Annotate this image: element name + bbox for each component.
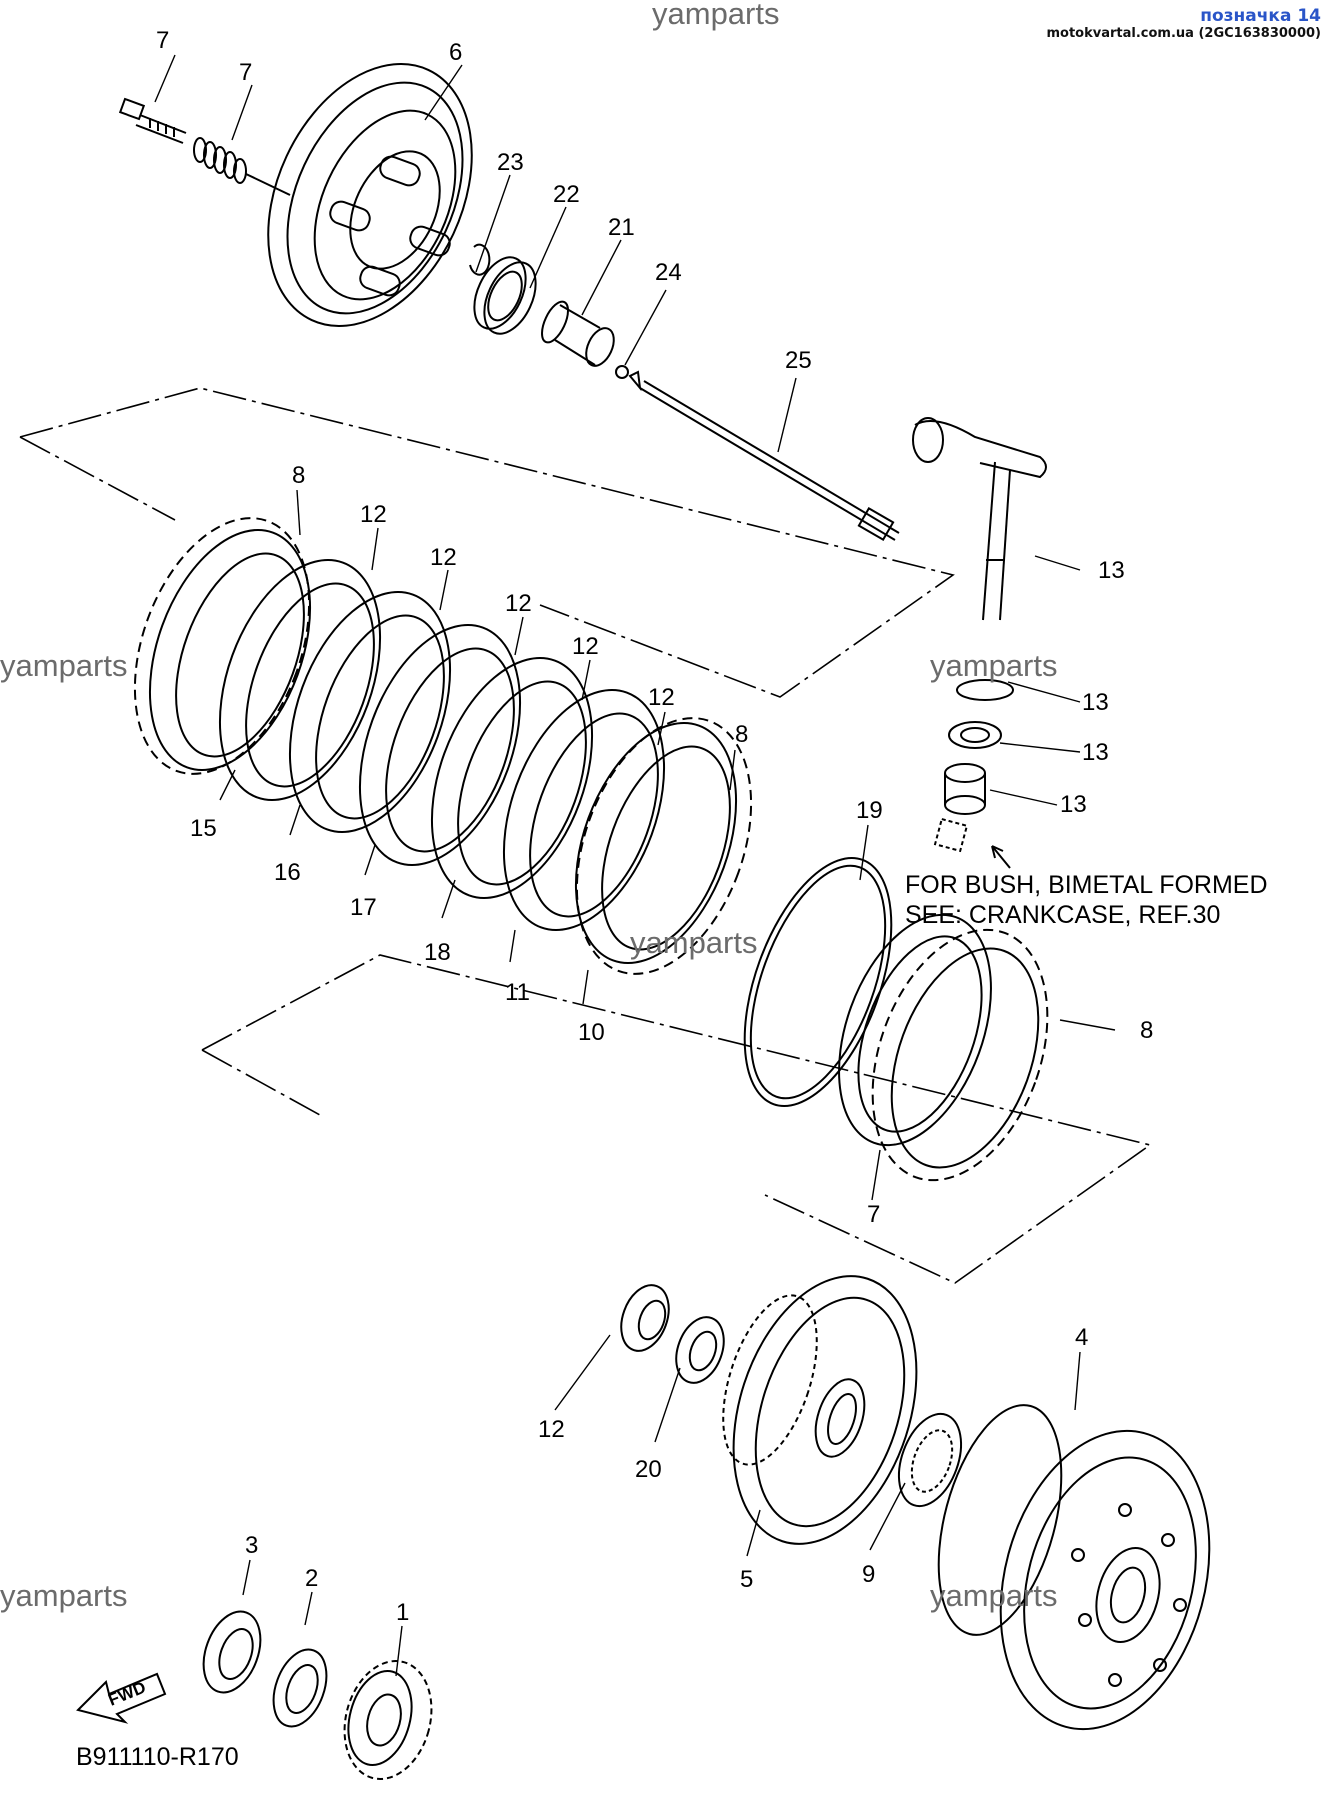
long-push-rod-part-21 — [628, 370, 900, 542]
badge-title: позначка 14 — [1200, 6, 1321, 26]
part-label: 21 — [608, 214, 635, 241]
part-label: 13 — [1098, 557, 1125, 584]
pressure-plate-part-6 — [267, 63, 473, 327]
part-label: 9 — [862, 1561, 875, 1588]
bush-note-line2: SEE: CRANKCASE, REF.30 — [905, 901, 1221, 929]
plate-set-single — [838, 913, 1049, 1182]
part-labels: 7 7 6 23 22 21 24 25 13 13 13 13 8 12 12… — [156, 27, 1153, 1626]
watermark: yamparts — [630, 925, 758, 960]
circlip-part-19 — [469, 243, 491, 276]
gear-part-1 — [343, 1660, 433, 1780]
source-badge: позначка 14 motokvartal.com.ua (2GC16383… — [1046, 6, 1321, 42]
part-label: 12 — [505, 590, 532, 617]
wire-ring-part-14 — [743, 857, 893, 1107]
watermark: yamparts — [930, 1578, 1058, 1613]
ball-part-20 — [615, 365, 629, 379]
part-label: 25 — [785, 347, 812, 374]
part-label: 8 — [735, 721, 748, 748]
part-label: 7 — [239, 59, 252, 86]
part-label: 8 — [292, 462, 305, 489]
part-label: 24 — [655, 259, 682, 286]
part-label: 22 — [553, 181, 580, 208]
fwd-label: FWD — [106, 1678, 149, 1710]
part-label: 5 — [740, 1566, 753, 1593]
nut-part-16 — [620, 1284, 670, 1352]
bush-ghost — [933, 817, 969, 853]
part-label: 3 — [245, 1532, 258, 1559]
circlip-part-25 — [956, 679, 1014, 701]
part-label: 7 — [156, 27, 169, 54]
part-label: 18 — [424, 939, 451, 966]
clutch-boss-part-5 — [722, 1275, 918, 1545]
washer-part-11 — [897, 1412, 963, 1508]
part-label: 2 — [305, 1565, 318, 1592]
part-label: 13 — [1082, 739, 1109, 766]
spring-part-9 — [193, 137, 291, 196]
watermark: yamparts — [0, 648, 128, 683]
part-label: 11 — [505, 979, 530, 1006]
bush-note-line1: FOR BUSH, BIMETAL FORMED — [905, 871, 1268, 899]
seal-part-24 — [948, 721, 1002, 749]
spacer-part-3 — [202, 1610, 262, 1694]
part-label: 12 — [572, 633, 599, 660]
watermark: yamparts — [652, 0, 780, 31]
push-rod-part-17 — [541, 300, 615, 367]
bush-note: FOR BUSH, BIMETAL FORMED SEE: CRANKCASE,… — [905, 870, 1268, 930]
part-label: 23 — [497, 149, 524, 176]
washer-part-2 — [272, 1648, 328, 1728]
part-label: 13 — [1060, 791, 1087, 818]
part-label: 12 — [360, 501, 387, 528]
part-label: 7 — [867, 1201, 880, 1228]
watermark: yamparts — [0, 1578, 128, 1613]
washer-part-15 — [675, 1316, 725, 1384]
part-label: 1 — [396, 1599, 409, 1626]
part-label: 10 — [578, 1019, 605, 1046]
badge-subtitle: motokvartal.com.ua (2GC163830000) — [1046, 26, 1321, 41]
part-label: 12 — [538, 1416, 565, 1443]
part-label: 20 — [635, 1456, 662, 1483]
friction-plate-stack — [133, 517, 753, 975]
part-label: 15 — [190, 815, 217, 842]
part-label: 4 — [1075, 1324, 1088, 1351]
leader-lines — [154, 54, 1116, 1677]
part-label: 16 — [274, 859, 301, 886]
fwd-arrow-icon — [76, 1672, 167, 1724]
part-label: 13 — [1082, 689, 1109, 716]
bearing-part-18 — [473, 256, 537, 335]
diagram-code: B911110-R170 — [76, 1743, 239, 1771]
plate-group-outline — [19, 387, 1152, 1284]
bolt-part-10 — [118, 97, 187, 144]
watermark: yamparts — [930, 648, 1058, 683]
part-label: 12 — [430, 544, 457, 571]
part-label: 19 — [856, 797, 883, 824]
part-label: 8 — [1140, 1017, 1153, 1044]
part-label: 6 — [449, 39, 462, 66]
note-arrow — [991, 845, 1011, 869]
part-label: 12 — [648, 684, 675, 711]
part-label: 17 — [350, 894, 377, 921]
clutch-housing-part-4 — [937, 1404, 1211, 1731]
lever-shaft-part-22 — [912, 417, 1047, 621]
bush-part-23 — [944, 763, 986, 815]
